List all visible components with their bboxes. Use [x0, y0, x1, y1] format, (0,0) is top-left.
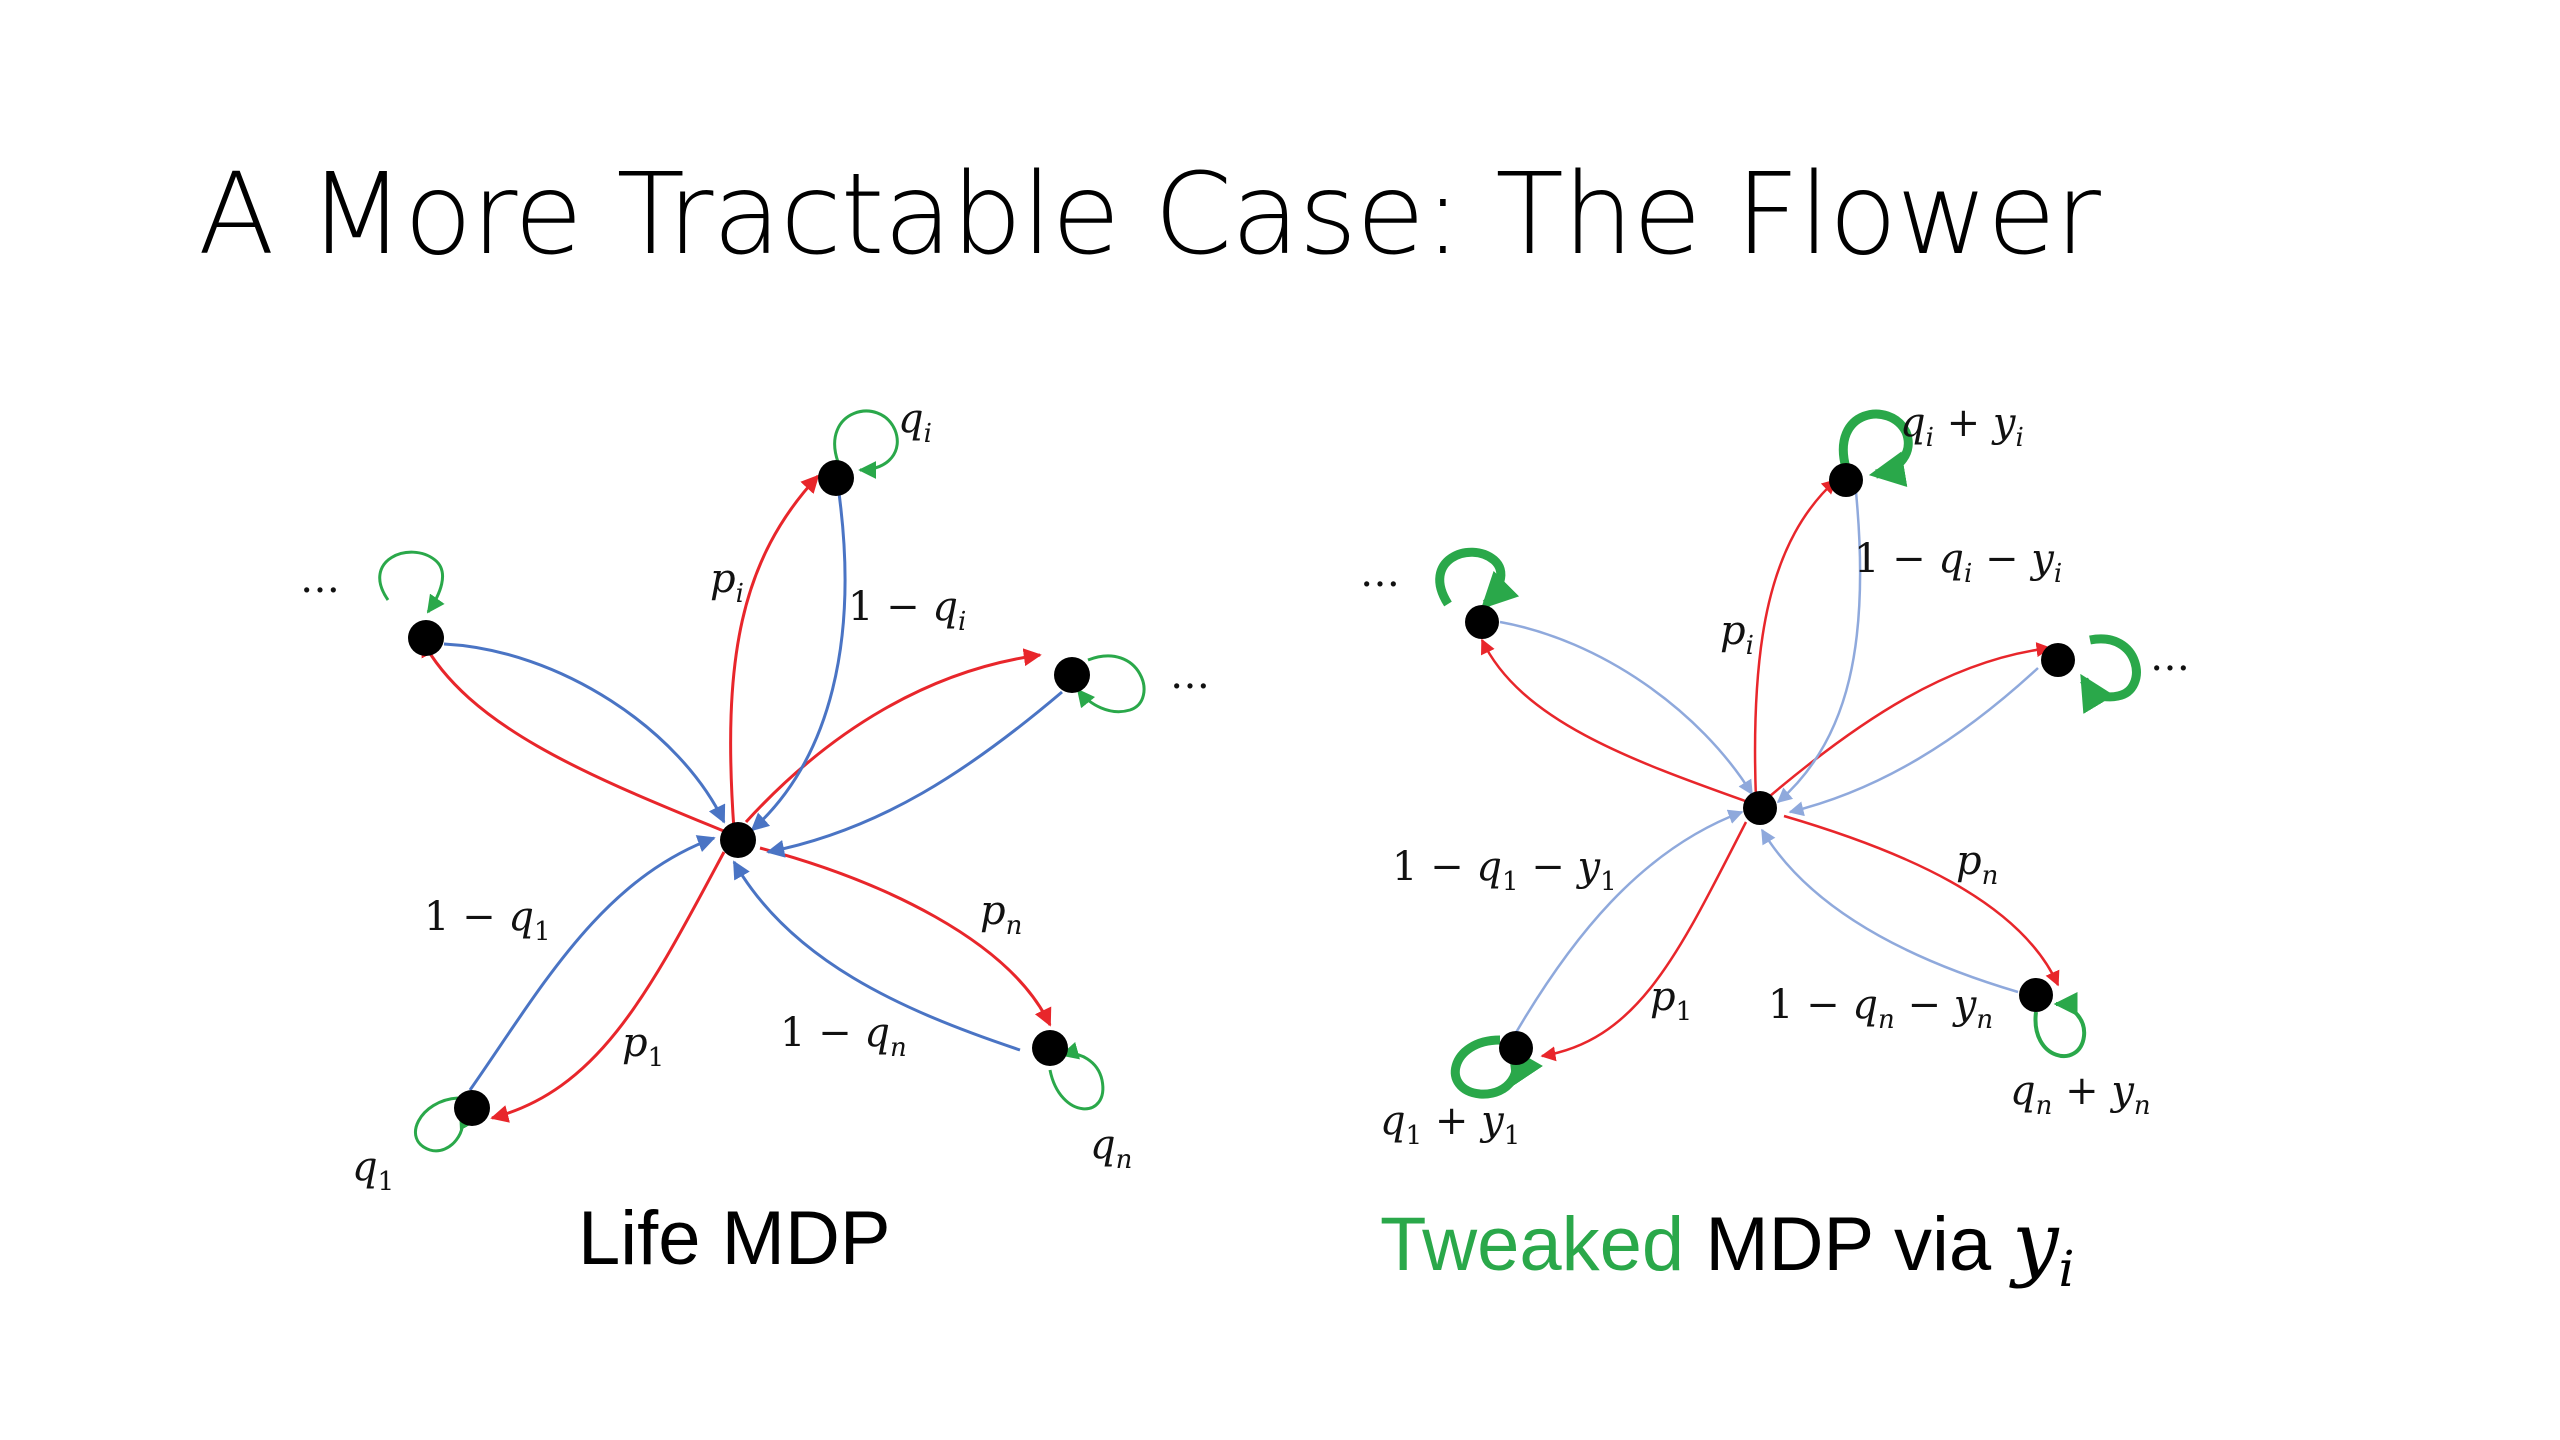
edge-petal-n-to-center	[732, 860, 1021, 1052]
tw-node-petal-left	[1465, 605, 1499, 639]
tw-label-1-minus-qi-minus-yi: 1 − qi − yi	[1854, 536, 2062, 589]
label-q1: q1	[352, 1144, 394, 1197]
node-petal-1	[454, 1090, 490, 1126]
edge-petal-i-to-center	[750, 485, 847, 832]
caption-life-mdp: Life MDP	[578, 1196, 891, 1281]
caption-tweaked-mdp: Tweaked MDP via yi	[1380, 1195, 2075, 1298]
tw-edge-center-to-petal-left	[1480, 638, 1749, 804]
caption-var-y: y	[2012, 1195, 2059, 1290]
label-qn: qn	[1090, 1122, 1132, 1175]
caption-tweaked-word: Tweaked	[1380, 1202, 1685, 1287]
tw-label-qn-plus-yn: qn + yn	[2010, 1068, 2151, 1121]
tw-node-petal-i	[1829, 463, 1863, 497]
label-dots-left: …	[300, 556, 340, 602]
tw-edge-petal-n-to-center	[1760, 828, 2019, 994]
label-pn: pn	[980, 888, 1022, 941]
tw-label-1-minus-qn-minus-yn: 1 − qn − yn	[1768, 982, 1993, 1035]
tw-edge-petal-right-to-center	[1788, 667, 2039, 817]
node-petal-right	[1054, 657, 1090, 693]
label-1-minus-q1: 1 − q1	[424, 894, 551, 947]
tw-edge-center-to-petal-right	[1769, 642, 2052, 797]
tw-loop-petal-right	[2080, 634, 2141, 714]
tw-edge-center-to-petal-1	[1540, 821, 1748, 1062]
tw-label-qi-plus-yi: qi + yi	[1900, 400, 2024, 453]
tw-edge-center-to-petal-i	[1753, 478, 1838, 801]
edge-center-to-petal-i	[729, 474, 820, 831]
tw-edge-center-to-petal-n	[1783, 814, 2060, 987]
edge-center-to-petal-right	[744, 648, 1042, 824]
edge-center-to-petal-1	[490, 851, 726, 1123]
node-petal-n	[1032, 1030, 1068, 1066]
caption-var-sub: i	[2058, 1240, 2075, 1299]
tw-label-q1-plus-y1: q1 + y1	[1380, 1098, 1520, 1151]
node-petal-i	[818, 460, 854, 496]
tw-node-petal-1	[1499, 1031, 1533, 1065]
edge-petal-right-to-center	[766, 690, 1063, 858]
tw-loop-petal-i	[1839, 409, 1913, 488]
edge-center-to-petal-n	[759, 846, 1052, 1027]
tw-label-pi: pi	[1720, 608, 1754, 661]
node-center	[720, 822, 756, 858]
tw-node-petal-n	[2019, 978, 2053, 1012]
tw-loop-petal-1	[1450, 1035, 1543, 1099]
tw-edge-petal-i-to-center	[1776, 491, 1862, 803]
tw-label-pn: pn	[1956, 838, 1998, 891]
tweaked-mdp-diagram: qi + yi 1 − qi − yi pi pn 1 − q1 − y1 p1…	[1360, 400, 2190, 1151]
loop-petal-right	[1076, 654, 1146, 714]
tw-loop-petal-n	[2033, 992, 2087, 1059]
tw-node-center	[1743, 791, 1777, 825]
label-1-minus-qi: 1 − qi	[848, 584, 966, 637]
tw-edge-petal-left-to-center	[1499, 620, 1754, 796]
slide-title: A More Tractable Case: The Flower	[198, 150, 2101, 280]
tw-node-petal-right	[2041, 643, 2075, 677]
label-dots-right: …	[1170, 652, 1210, 698]
label-pi: pi	[710, 556, 744, 609]
life-mdp-diagram: qi pi 1 − qi 1 − q1 p1 1 − qn pn q1 qn ……	[300, 396, 1210, 1197]
label-1-minus-qn: 1 − qn	[780, 1010, 907, 1063]
label-p1: p1	[622, 1020, 664, 1073]
caption-rest: MDP via	[1705, 1202, 1992, 1287]
node-petal-left	[408, 620, 444, 656]
loop-petal-i	[833, 409, 899, 479]
tw-label-dots-left: …	[1360, 550, 1400, 596]
tw-label-dots-right: …	[2150, 634, 2190, 680]
tw-label-p1: p1	[1650, 974, 1692, 1027]
edge-petal-left-to-center	[443, 642, 726, 824]
loop-petal-n	[1048, 1042, 1105, 1111]
edge-center-to-petal-left	[420, 638, 727, 834]
tw-loop-petal-left	[1435, 547, 1520, 610]
tw-label-1-minus-q1-minus-y1: 1 − q1 − y1	[1392, 844, 1617, 897]
label-qi: qi	[898, 396, 932, 449]
tw-edge-petal-1-to-center	[1512, 809, 1744, 1037]
loop-petal-1	[414, 1096, 476, 1153]
loop-petal-left	[378, 550, 445, 614]
edge-petal-1-to-center	[468, 835, 716, 1091]
